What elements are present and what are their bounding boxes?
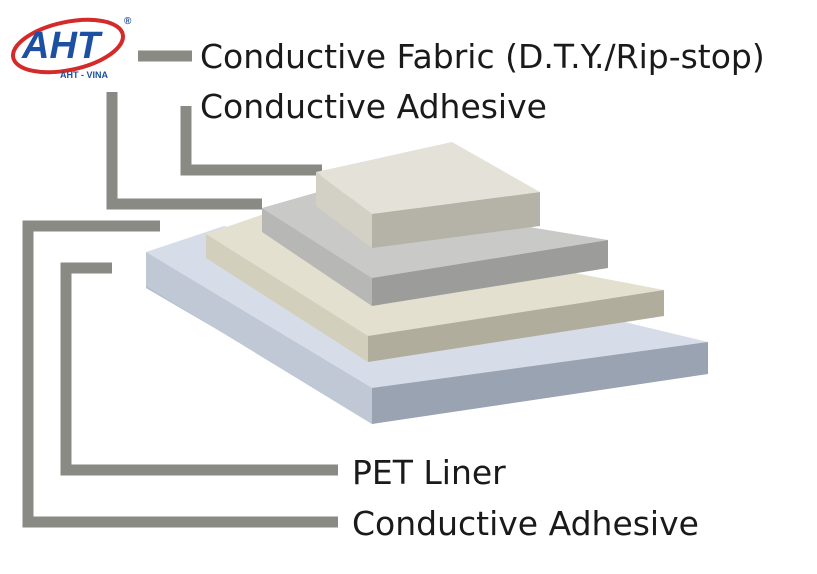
slab-conductive-fabric	[316, 142, 540, 248]
leader-line-adhesive-middle	[106, 92, 262, 210]
logo-registered-mark: ®	[124, 16, 132, 27]
label-pet-liner: PET Liner	[352, 453, 506, 492]
label-conductive-adhesive-bottom: Conductive Adhesive	[352, 504, 699, 543]
logo-swoosh	[10, 17, 126, 75]
label-conductive-adhesive-top: Conductive Adhesive	[200, 87, 547, 126]
aht-logo: AHT AHT - VINA ®	[10, 16, 132, 80]
logo-text: AHT	[21, 25, 103, 67]
logo-subtitle: AHT - VINA	[60, 70, 108, 80]
leader-line-pet-liner	[60, 262, 338, 476]
leader-line-adhesive-top	[180, 106, 322, 176]
leader-line-adhesive-bottom	[22, 220, 338, 528]
label-conductive-fabric: Conductive Fabric (D.T.Y./Rip-stop)	[200, 37, 765, 76]
